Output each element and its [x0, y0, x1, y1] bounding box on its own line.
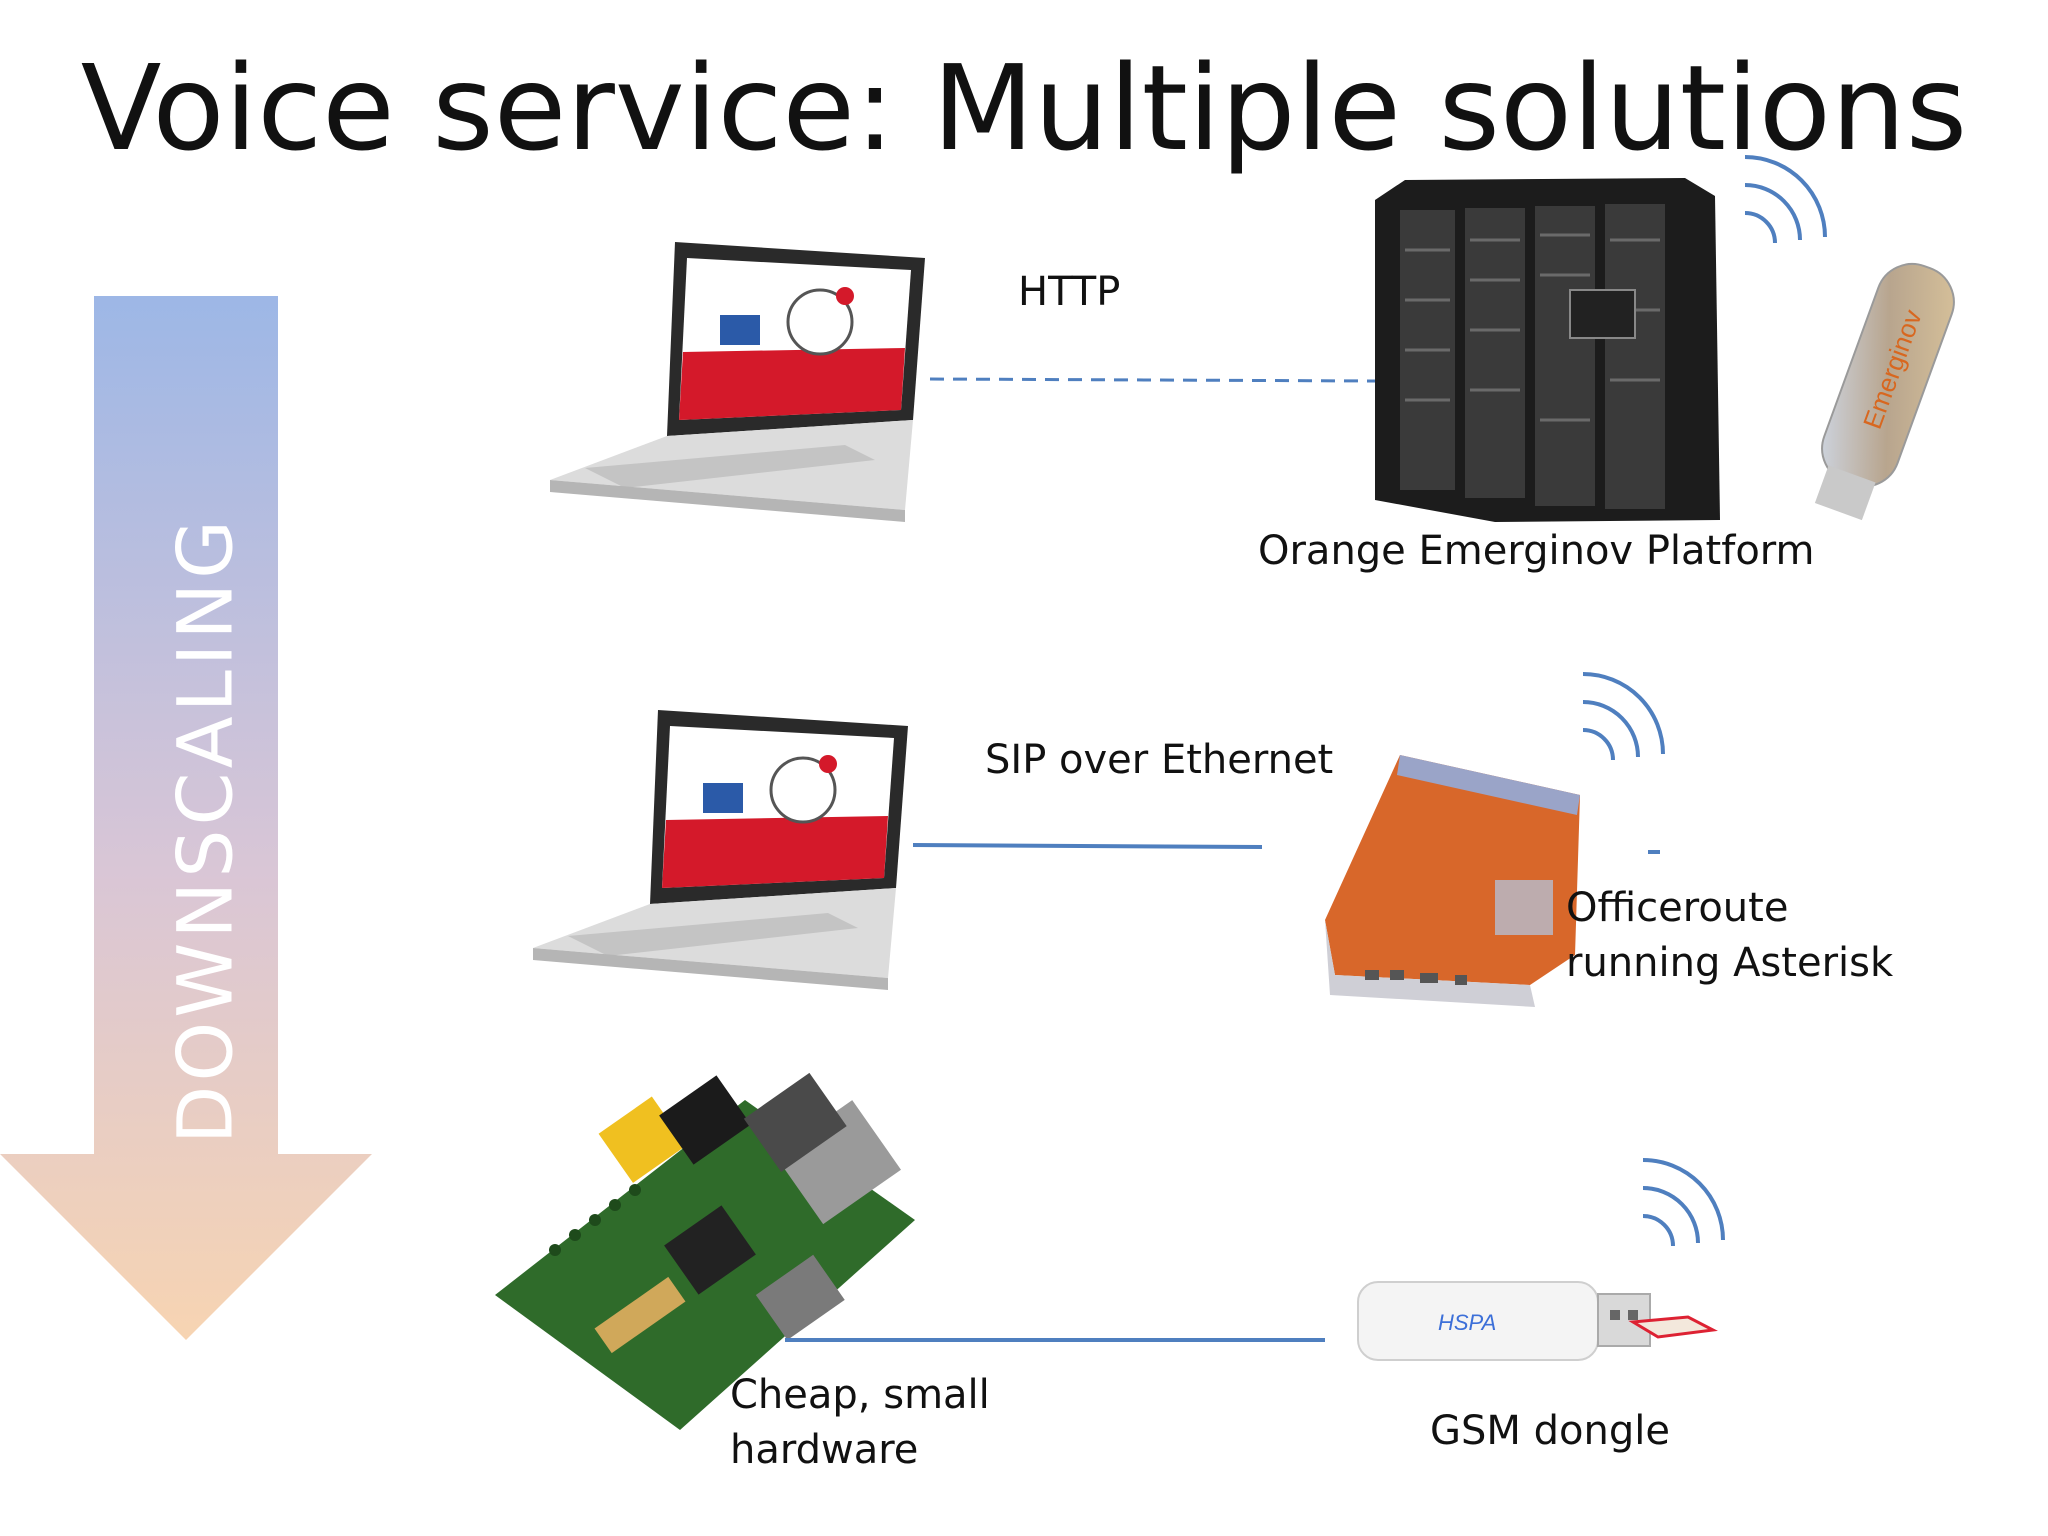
- officeroute-label-line1: Officeroute: [1566, 885, 1789, 931]
- router-icon: [1325, 755, 1580, 1007]
- wireless-signal-icon: [1642, 1158, 1725, 1247]
- http-link: [929, 377, 1376, 383]
- dongle-brand-text: HSPA: [1438, 1310, 1496, 1335]
- wireless-signal-icon: [1744, 155, 1827, 244]
- hardware-label-line2: hardware: [730, 1427, 919, 1473]
- http-label: HTTP: [1018, 269, 1121, 315]
- wireless-signal-icon: [1582, 672, 1665, 854]
- server-rack-icon: [1375, 178, 1720, 522]
- laptop-icon: [550, 242, 925, 522]
- emerginov-platform-label: Orange Emerginov Platform: [1258, 528, 1815, 574]
- sip-link: [912, 843, 1263, 849]
- circuit-board-icon: [495, 1072, 915, 1430]
- officeroute-label-line2: running Asterisk: [1566, 940, 1894, 986]
- slide-title: Voice service: Multiple solutions: [80, 39, 1968, 177]
- usb-dongle-icon: Emerginov: [1814, 263, 1955, 521]
- downscaling-arrow: [0, 296, 372, 1340]
- gsm-dongle-icon: HSPA: [1357, 1281, 1718, 1361]
- sip-over-ethernet-label: SIP over Ethernet: [985, 737, 1334, 783]
- hardware-label-line1: Cheap, small: [730, 1372, 990, 1418]
- downscaling-label: DOWNSCALING: [160, 515, 250, 1145]
- laptop-icon: [533, 710, 908, 990]
- gsm-dongle-label: GSM dongle: [1430, 1408, 1670, 1454]
